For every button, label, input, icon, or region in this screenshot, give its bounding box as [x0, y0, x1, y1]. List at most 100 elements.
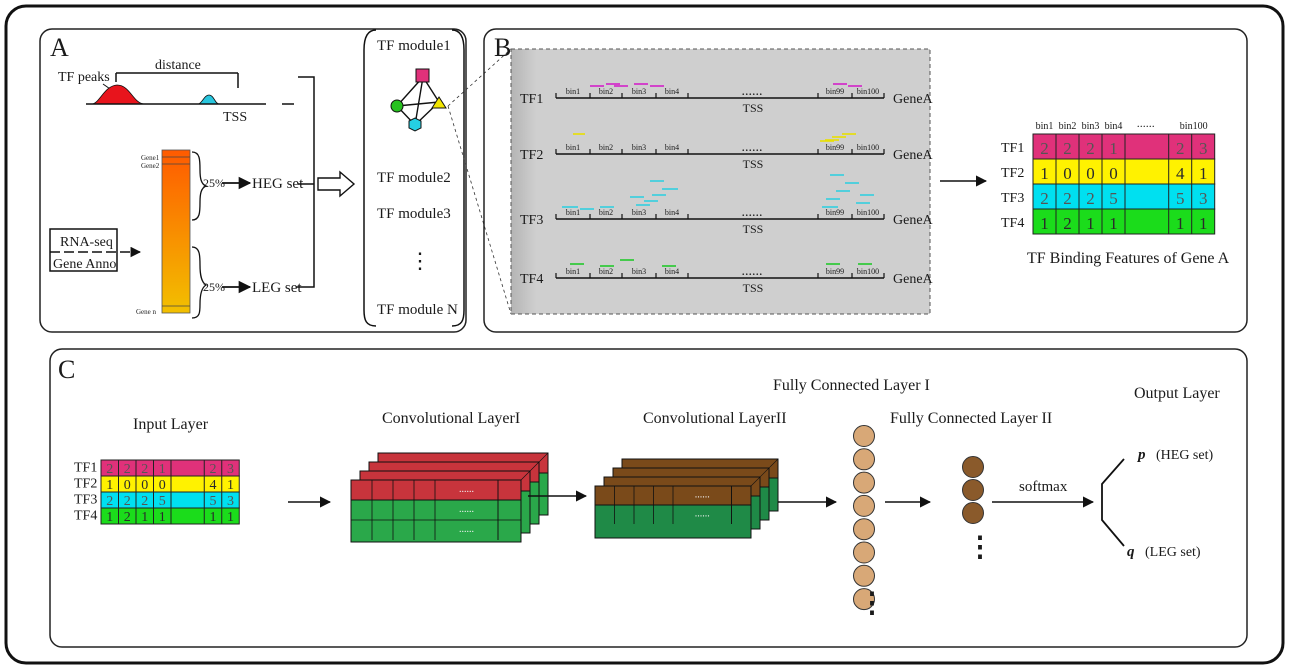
- feature-cell-value: 1: [1199, 214, 1208, 233]
- rna-seq-label: RNA-seq: [60, 235, 113, 250]
- leg-set-label: LEG set: [252, 280, 302, 296]
- expression-bar: [161, 149, 191, 314]
- feature-cell-value: 2: [1063, 189, 1072, 208]
- track-bin-label: bin99: [826, 267, 844, 276]
- feature-cell-value: 2: [1040, 189, 1049, 208]
- net-node-hexagon: [408, 117, 422, 132]
- heg-brace: [191, 151, 208, 221]
- heg-pct: 25%: [203, 176, 225, 190]
- feature-header-bin: bin3: [1082, 121, 1100, 132]
- gene2-label: Gene2: [141, 162, 160, 170]
- zoom-region: [510, 48, 931, 315]
- cyan-peak: [197, 94, 220, 105]
- feature-cell-value: 5: [1176, 189, 1185, 208]
- feature-cell-value: 2: [1063, 139, 1072, 158]
- panel-b-letter: B: [494, 33, 511, 62]
- feature-row-tf: TF1: [74, 461, 97, 476]
- output-p: p: [1136, 447, 1146, 463]
- feature-cell-value: 1: [159, 510, 166, 525]
- track-tss: TSS: [743, 101, 764, 115]
- hollow-arrow: [317, 170, 356, 198]
- module-2-label: TF module2: [377, 170, 451, 186]
- feature-cell-value: 1: [1199, 164, 1208, 183]
- net-edge-4: [396, 101, 440, 107]
- feature-cell-value: 2: [1086, 139, 1095, 158]
- conv1-stack: ..................: [350, 452, 549, 543]
- panel-b-box: [483, 28, 1248, 333]
- feature-cell-value: 0: [1109, 164, 1118, 183]
- grid-dots: ......: [459, 524, 474, 535]
- track-gene: GeneA: [893, 213, 934, 228]
- fc1-node: [853, 471, 875, 494]
- fc2-node: [962, 479, 984, 501]
- output-branch: [1101, 458, 1125, 547]
- module-3-label: TF module3: [377, 206, 451, 222]
- fc1-title: Fully Connected Layer I: [773, 377, 930, 394]
- output-q-label: (LEG set): [1145, 545, 1201, 560]
- conv2-stack: ............: [594, 458, 779, 539]
- feature-cell-value: 1: [1086, 214, 1095, 233]
- feature-cell-value: 1: [227, 510, 234, 525]
- feature-cell-value: 0: [124, 478, 131, 493]
- fc1-nodes: [853, 425, 875, 611]
- distance-label: distance: [155, 58, 201, 73]
- feature-header-bin: bin4: [1105, 121, 1123, 132]
- feature-cell-value: 2: [124, 494, 131, 509]
- track-bin-label: bin3: [632, 267, 646, 276]
- feature-cell-value: 3: [227, 462, 234, 477]
- track-bin-label: bin4: [665, 143, 679, 152]
- red-peak: [91, 84, 145, 105]
- track-gene: GeneA: [893, 92, 934, 107]
- track-bin-label: bin2: [599, 87, 613, 96]
- conv2-title: Convolutional LayerII: [643, 410, 787, 427]
- feature-cell-value: 2: [1176, 139, 1185, 158]
- feature-row-bg: [100, 459, 240, 477]
- track-tss: TSS: [743, 157, 764, 171]
- feature-row-tf: TF2: [74, 477, 97, 492]
- input-layer-title: Input Layer: [133, 416, 209, 433]
- track-bin-label: bin1: [566, 267, 580, 276]
- track-tss: TSS: [743, 222, 764, 236]
- track-dots: ......: [742, 140, 763, 155]
- track-bin-label: bin3: [632, 143, 646, 152]
- grid-dots: ......: [459, 504, 474, 515]
- net-node-square: [415, 68, 430, 83]
- feature-cell-value: 1: [1109, 139, 1118, 158]
- feature-map: ............: [594, 485, 752, 539]
- fc1-node: [853, 425, 875, 447]
- fc1-node: [853, 518, 875, 541]
- fc1-node: [853, 564, 875, 587]
- track-bin-label: bin1: [566, 87, 580, 96]
- grid-dots: ......: [459, 484, 474, 495]
- net-edge-3: [414, 76, 424, 126]
- feature-cell-value: 0: [1063, 164, 1072, 183]
- fc1-vdots: ⋮: [858, 588, 886, 619]
- gene1-label: Gene1: [141, 154, 160, 162]
- fc1-node: [853, 588, 875, 611]
- feature-cell-value: 3: [1199, 189, 1208, 208]
- grid-dots: ......: [695, 508, 710, 519]
- track-bin-label: bin2: [599, 208, 613, 217]
- rna-seq-box: [49, 228, 118, 272]
- feature-cell-value: 0: [159, 478, 166, 493]
- feature-cell-value: 4: [1176, 164, 1185, 183]
- feature-cell-value: 1: [1040, 214, 1049, 233]
- track-dots: ......: [742, 84, 763, 99]
- track-bin-label: bin100: [857, 267, 879, 276]
- fc1-node: [853, 448, 875, 471]
- module-bracket-right: [451, 29, 465, 327]
- feature-row-bg: [1032, 208, 1216, 235]
- feature-cell-value: 3: [1199, 139, 1208, 158]
- merge-bracket: [296, 76, 315, 288]
- track-tf-label: TF2: [520, 148, 543, 163]
- softmax-label: softmax: [1019, 479, 1068, 495]
- feature-cell-value: 1: [159, 462, 166, 477]
- feature-cell-value: 2: [1063, 214, 1072, 233]
- panel-a-letter: A: [50, 33, 69, 62]
